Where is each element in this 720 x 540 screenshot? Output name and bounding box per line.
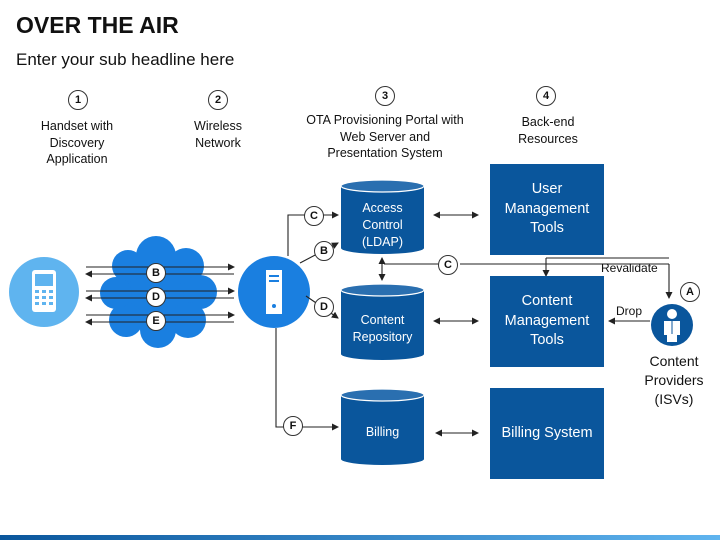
access-control-label: Access Control (LDAP) <box>362 201 403 249</box>
content-providers-label: Content Providers (ISVs) <box>644 353 704 407</box>
person-icon <box>651 304 693 346</box>
billing-db <box>340 388 425 465</box>
stage-label-backend: Back-end Resources <box>518 115 578 146</box>
marker-b-network: B <box>146 263 166 283</box>
stage-number-1: 1 <box>68 90 88 110</box>
content-repository-label: Content Repository <box>352 313 413 344</box>
marker-d-repository: D <box>314 297 334 317</box>
page-title: OVER THE AIR <box>16 12 179 38</box>
marker-c-revalidate: C <box>438 255 458 275</box>
marker-d-network: D <box>146 287 166 307</box>
stage-label-handset: Handset with Discovery Application <box>40 119 114 166</box>
user-management-box: User Management Tools <box>490 164 604 255</box>
stage-label-portal: OTA Provisioning Portal with Web Server … <box>306 113 464 160</box>
marker-e-network: E <box>146 311 166 331</box>
stage-number-4: 4 <box>536 86 556 106</box>
marker-f-billing: F <box>283 416 303 436</box>
marker-c-access: C <box>304 206 324 226</box>
mobile-phone-icon <box>9 257 79 327</box>
billing-system-box: Billing System <box>490 388 604 479</box>
marker-a-provider: A <box>680 282 700 302</box>
footer-bar <box>0 535 720 540</box>
content-repository-db <box>340 283 425 360</box>
stage-number-3: 3 <box>375 86 395 106</box>
marker-b-access: B <box>314 241 334 261</box>
page-subtitle: Enter your sub headline here <box>16 50 235 69</box>
drop-note: Drop <box>616 304 643 318</box>
content-management-box: Content Management Tools <box>490 276 604 367</box>
access-control-db <box>340 179 425 254</box>
revalidate-note: Revalidate <box>601 261 658 275</box>
server-icon <box>238 256 310 328</box>
stage-label-network: Wireless Network <box>194 119 242 150</box>
billing-label: Billing <box>365 425 400 439</box>
stage-number-2: 2 <box>208 90 228 110</box>
